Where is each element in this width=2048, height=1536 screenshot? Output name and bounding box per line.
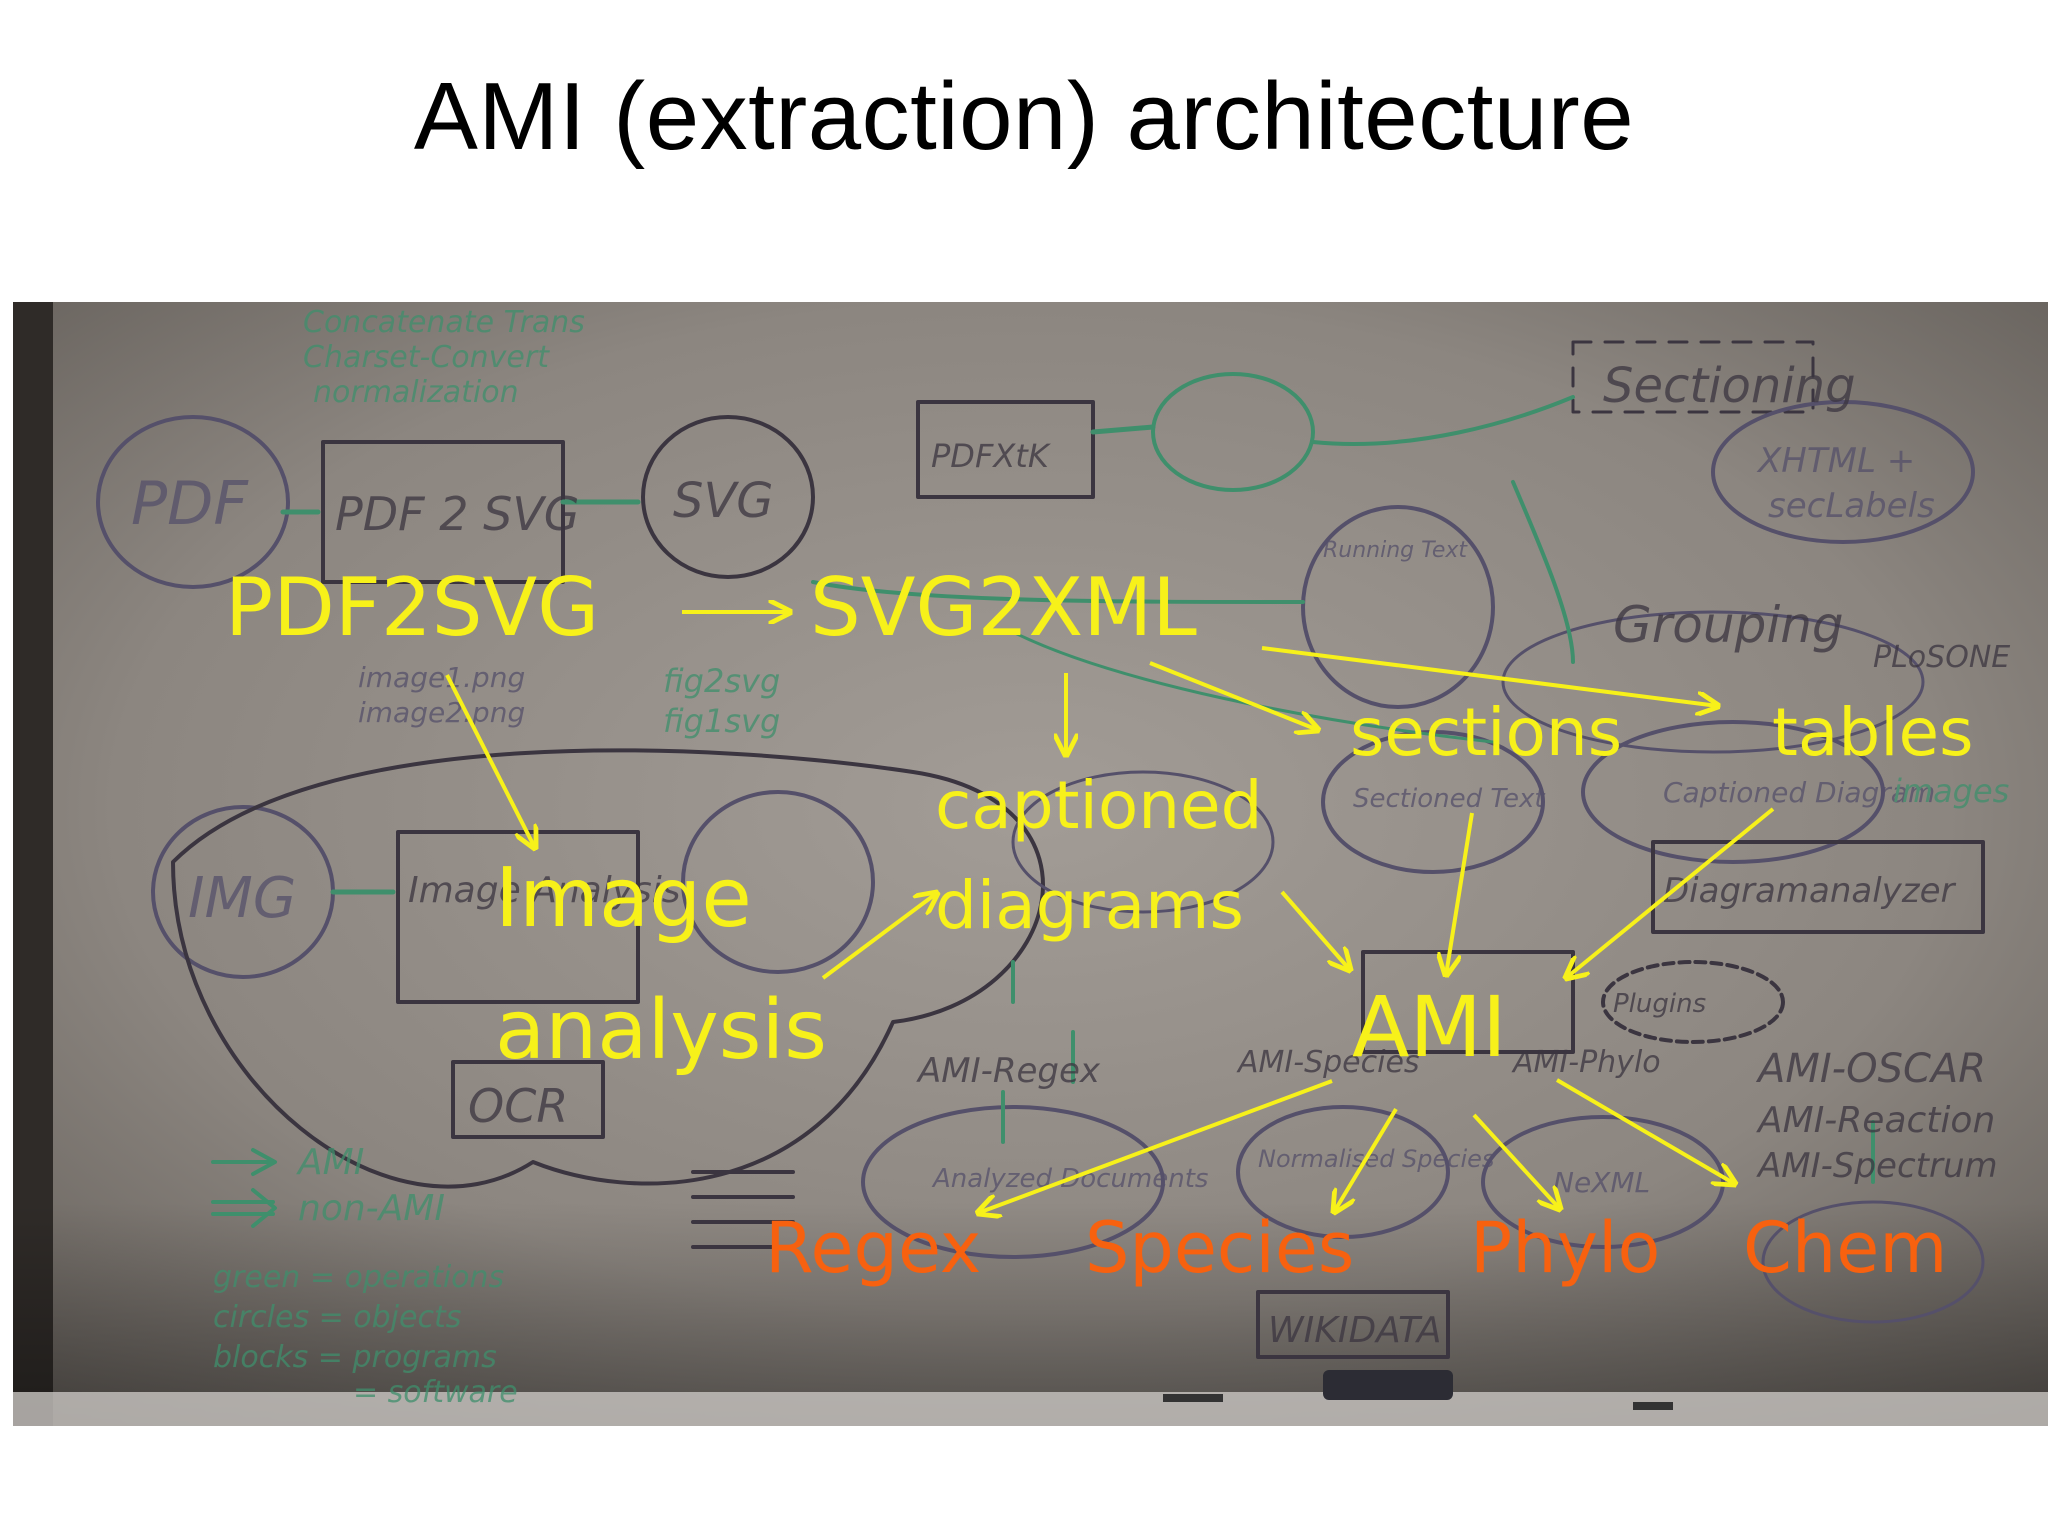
node-pdf2svg: PDF2SVG [225,561,600,654]
node-captioned-line1: captioned [935,767,1263,844]
wb-legend-non-ami: non-AMI [298,1188,445,1229]
wb-pdfxtk: PDFXtK [931,437,1052,475]
node-phylo: Phylo [1470,1207,1661,1289]
wb-sectioning: Sectioning [1603,358,1856,414]
node-ami: AMI [1352,978,1507,1076]
wb-legend-software: = software [353,1375,518,1410]
wb-ami-phylo: AMI-Phylo [1511,1045,1661,1080]
wb-normalised: Normalised Species [1258,1145,1494,1173]
node-regex: Regex [765,1207,982,1289]
wb-seclabels: secLabels [1768,486,1935,526]
wb-img: IMG [188,866,296,931]
wb-running-text: Running Text [1323,538,1468,563]
wb-ami-oscar: AMI-OSCAR [1755,1046,1986,1092]
wb-sectioned-text: Sectioned Text [1353,784,1545,814]
node-chem: Chem [1743,1207,1948,1289]
wb-plosone: PLoSONE [1873,640,2010,675]
wb-legend-circles: circles = objects [213,1300,461,1335]
wb-fig1svg: fig1svg [663,702,780,740]
wb-pdf: PDF [131,469,249,539]
wb-analyzed-docs: Analyzed Documents [931,1164,1208,1194]
wb-captioned-diagram: Captioned Diagram [1663,776,1935,809]
wb-image2: image2.png [358,696,525,729]
wb-ocr: OCR [468,1079,568,1133]
wb-svg: SVG [673,473,774,529]
wb-diagramanalyzer: Diagramanalyzer [1663,871,1957,911]
wb-fig2svg: fig2svg [663,662,780,700]
node-tables: tables [1772,694,1974,771]
wb-legend-blocks: blocks = programs [213,1340,497,1375]
wb-grouping: Grouping [1613,596,1844,654]
node-captioned-line2: diagrams [935,867,1244,944]
node-image-analysis-line2: analysis [495,983,828,1078]
wb-ami-regex: AMI-Regex [916,1051,1101,1091]
wb-ami-reaction: AMI-Reaction [1756,1100,1995,1141]
slide-title: AMI (extraction) architecture [413,63,1635,170]
wb-image-analysis: Image Analysis [408,870,681,911]
node-species: Species [1085,1207,1355,1289]
node-image-analysis-line1: Image [495,851,752,946]
wb-charset: Charset-Convert [303,340,550,375]
wb-images: images [1893,772,2009,810]
wb-concat: Concatenate Trans [303,305,585,340]
wb-ami-species: AMI-Species [1236,1045,1420,1080]
wb-nexml: NeXML [1553,1166,1650,1199]
wb-legend-green: green = operations [213,1260,504,1295]
wb-pdf2svg: PDF 2 SVG [335,487,579,541]
wb-legend-ami: AMI [296,1142,364,1183]
node-svg2xml: SVG2XML [810,561,1197,654]
wb-image1: image1.png [358,661,525,694]
node-sections: sections [1350,694,1623,771]
wb-normalization: normalization [313,375,519,410]
wb-ami-spectrum: AMI-Spectrum [1756,1146,1998,1186]
wb-plugins: Plugins [1613,989,1706,1019]
wb-xhtml: XHTML + [1756,441,1915,481]
wb-wikidata: WIKIDATA [1268,1310,1441,1351]
